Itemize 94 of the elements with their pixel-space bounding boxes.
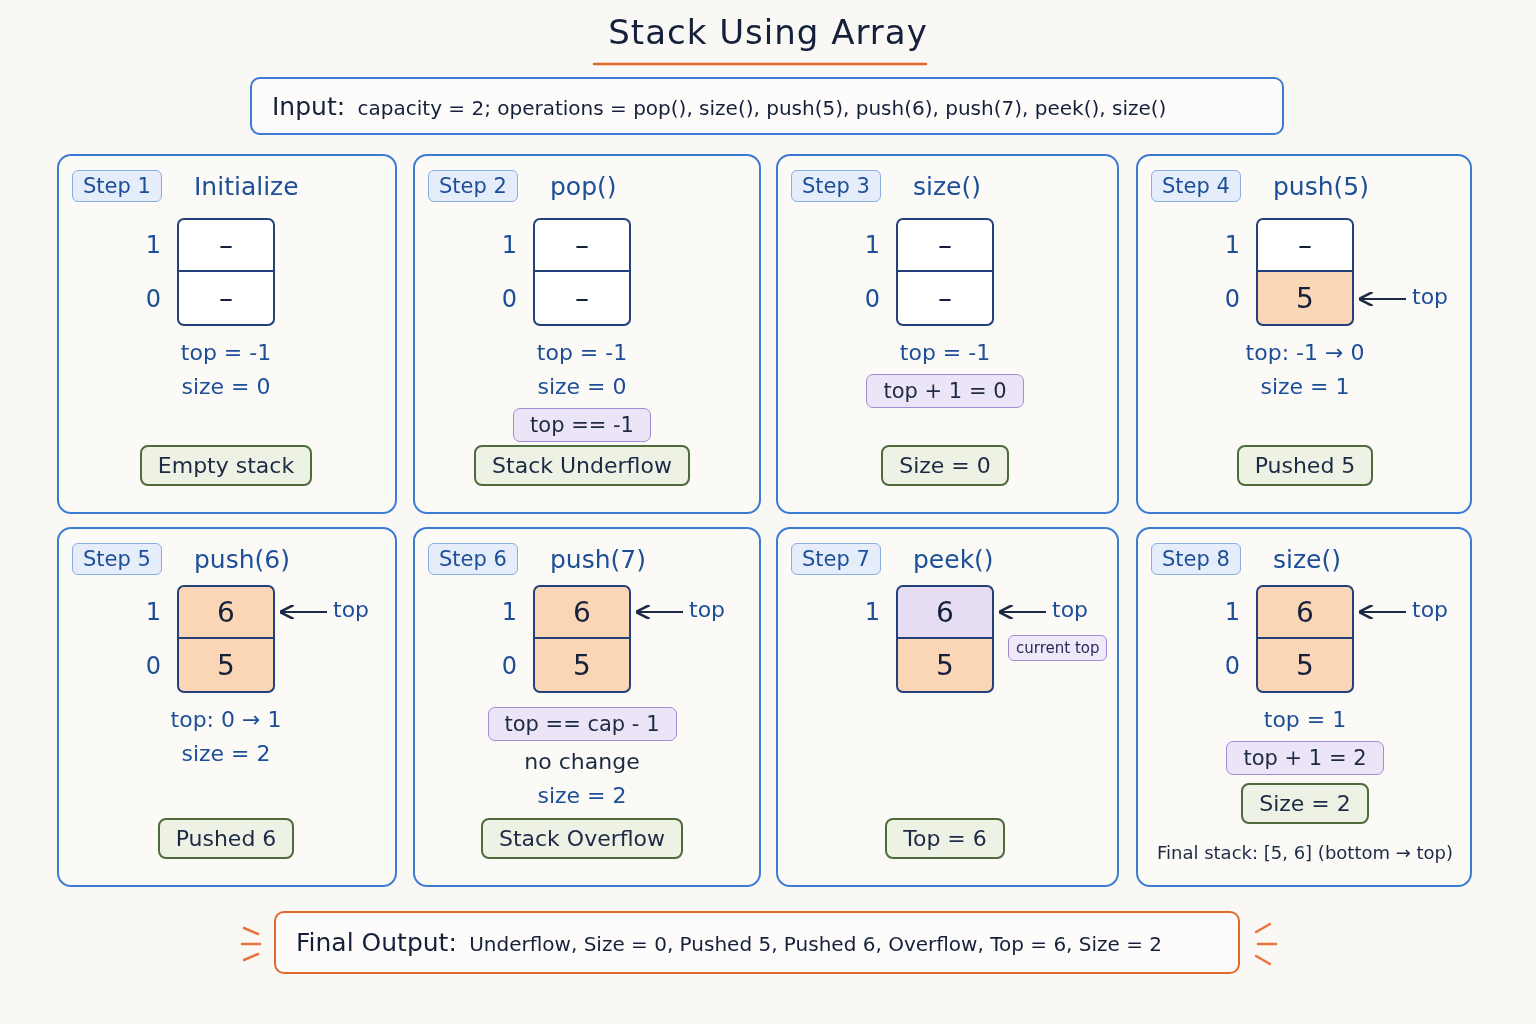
result-box: Size = 2 bbox=[1241, 783, 1369, 824]
top-pointer-label: top bbox=[333, 597, 370, 622]
result-box: Size = 0 bbox=[881, 445, 1009, 486]
state-text: top = -1 bbox=[536, 339, 628, 367]
stack-cell: 5 bbox=[177, 639, 275, 693]
result-box: Stack Overflow bbox=[480, 818, 684, 859]
step-panel bbox=[57, 154, 397, 514]
index-label: 1 bbox=[144, 598, 161, 626]
tag-box: current top bbox=[1008, 635, 1108, 661]
state-text: top: 0 → 1 bbox=[170, 706, 282, 734]
result-box: Pushed 6 bbox=[157, 818, 295, 859]
state-text: top = -1 bbox=[180, 339, 272, 367]
stack-cell: 6 bbox=[177, 585, 275, 639]
operation-title: pop() bbox=[550, 172, 617, 201]
stack-cell: 5 bbox=[1256, 639, 1354, 693]
index-label: 0 bbox=[500, 285, 517, 313]
condition-box: top == -1 bbox=[513, 408, 651, 442]
input-banner: Input: capacity = 2; operations = pop(), size(), push(5), push(6), push(7), peek(), size() bbox=[250, 77, 1284, 135]
stack-cell: 5 bbox=[533, 639, 631, 693]
state-text: top: -1 → 0 bbox=[1245, 339, 1365, 367]
state-text: size = 0 bbox=[181, 373, 271, 401]
step-panel bbox=[776, 527, 1119, 887]
stack-cell: – bbox=[177, 218, 275, 272]
pointer-arrow bbox=[997, 603, 1047, 621]
result-box: Stack Underflow bbox=[474, 445, 690, 486]
step-badge: Step 3 bbox=[791, 170, 881, 202]
state-text: size = 0 bbox=[537, 373, 627, 401]
final-stack-note: Final stack: [5, 6] (bottom → top) bbox=[1156, 842, 1454, 863]
stack-cell: – bbox=[1256, 218, 1354, 272]
stack-cell: – bbox=[533, 272, 631, 326]
operation-title: push(5) bbox=[1273, 172, 1369, 201]
condition-box: top + 1 = 2 bbox=[1226, 741, 1384, 775]
top-pointer-label: top bbox=[1412, 284, 1449, 309]
result-box: Top = 6 bbox=[885, 818, 1005, 859]
index-label: 1 bbox=[500, 231, 517, 259]
stack-cell: – bbox=[896, 218, 994, 272]
index-label: 1 bbox=[863, 598, 880, 626]
step-panel bbox=[57, 527, 397, 887]
operation-title: push(6) bbox=[194, 545, 290, 574]
step-panel bbox=[1136, 154, 1472, 514]
state-text: top = 1 bbox=[1263, 706, 1347, 734]
index-label: 1 bbox=[863, 231, 880, 259]
state-text: top = -1 bbox=[899, 339, 991, 367]
step-panel bbox=[1136, 527, 1472, 887]
stack-cell: 5 bbox=[1256, 272, 1354, 326]
pointer-arrow bbox=[1357, 290, 1407, 308]
operation-title: peek() bbox=[913, 545, 994, 574]
pointer-arrow bbox=[1357, 603, 1407, 621]
top-pointer-label: top bbox=[1052, 597, 1089, 622]
index-label: 0 bbox=[1223, 285, 1240, 313]
result-box: Empty stack bbox=[139, 445, 313, 486]
step-panel bbox=[413, 527, 761, 887]
state-text: size = 1 bbox=[1260, 373, 1350, 401]
index-label: 1 bbox=[1223, 598, 1240, 626]
stack-cell: – bbox=[533, 218, 631, 272]
stack-cell: – bbox=[896, 272, 994, 326]
step-panel bbox=[776, 154, 1119, 514]
stack-cell: – bbox=[177, 272, 275, 326]
index-label: 0 bbox=[144, 285, 161, 313]
index-label: 1 bbox=[500, 598, 517, 626]
index-label: 0 bbox=[500, 652, 517, 680]
step-badge: Step 5 bbox=[72, 543, 162, 575]
stack-cell: 6 bbox=[533, 585, 631, 639]
index-label: 1 bbox=[1223, 231, 1240, 259]
top-pointer-label: top bbox=[1412, 597, 1449, 622]
top-pointer-label: top bbox=[689, 597, 726, 622]
step-badge: Step 8 bbox=[1151, 543, 1241, 575]
condition-box: top + 1 = 0 bbox=[866, 374, 1024, 408]
step-badge: Step 4 bbox=[1151, 170, 1241, 202]
index-label: 0 bbox=[863, 285, 880, 313]
operation-title: size() bbox=[913, 172, 981, 201]
pointer-arrow bbox=[634, 603, 684, 621]
step-badge: Step 6 bbox=[428, 543, 518, 575]
condition-box: top == cap - 1 bbox=[487, 707, 677, 741]
operation-title: Initialize bbox=[194, 172, 299, 201]
step-badge: Step 7 bbox=[791, 543, 881, 575]
index-label: 0 bbox=[1223, 652, 1240, 680]
pointer-arrow bbox=[278, 603, 328, 621]
step-badge: Step 1 bbox=[72, 170, 162, 202]
step-panel bbox=[413, 154, 761, 514]
stack-cell: 6 bbox=[896, 585, 994, 639]
index-label: 1 bbox=[144, 231, 161, 259]
state-text: size = 2 bbox=[537, 782, 627, 810]
output-banner: Final Output: Underflow, Size = 0, Pushed 5, Pushed 6, Overflow, Top = 6, Size = 2 bbox=[274, 911, 1240, 974]
operation-title: push(7) bbox=[550, 545, 646, 574]
operation-title: size() bbox=[1273, 545, 1341, 574]
state-text: no change bbox=[524, 748, 640, 776]
step-badge: Step 2 bbox=[428, 170, 518, 202]
state-text: size = 2 bbox=[181, 740, 271, 768]
stack-cell: 6 bbox=[1256, 585, 1354, 639]
result-box: Pushed 5 bbox=[1236, 445, 1374, 486]
diagram-title: Stack Using Array bbox=[608, 12, 928, 52]
index-label: 0 bbox=[144, 652, 161, 680]
stack-cell: 5 bbox=[896, 639, 994, 693]
